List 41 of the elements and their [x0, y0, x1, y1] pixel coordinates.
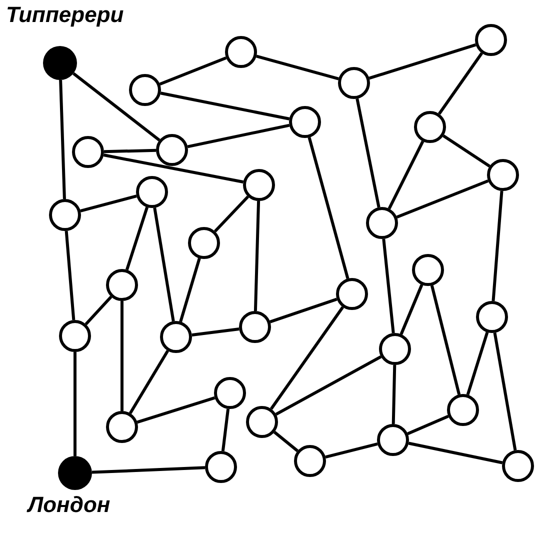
connector-line — [125, 206, 149, 270]
connector-line — [187, 124, 290, 148]
connector-line — [84, 296, 112, 326]
connector-line — [273, 430, 299, 452]
connector-line — [368, 43, 476, 80]
place-label: Типперери — [6, 4, 124, 26]
connector-line — [400, 284, 424, 335]
connector-line — [64, 230, 76, 320]
connector-line — [493, 332, 517, 450]
place-label: Лондон — [28, 494, 110, 516]
connector-line — [104, 148, 156, 154]
connector-line — [59, 80, 66, 200]
connector-line — [153, 208, 175, 322]
connector-line — [308, 137, 350, 279]
connector-line — [160, 92, 290, 120]
connector-line — [120, 301, 124, 411]
connector-line — [92, 466, 206, 474]
connector-line — [356, 98, 380, 208]
connector-line — [270, 298, 338, 324]
connector-line — [136, 396, 216, 424]
connector-line — [382, 238, 395, 334]
connector-line — [72, 72, 160, 142]
connector-line — [388, 140, 424, 210]
connector-line — [179, 258, 201, 322]
connector-line — [254, 200, 260, 312]
connector-line — [407, 414, 449, 436]
connector-line — [74, 352, 76, 456]
connector-line — [214, 196, 250, 232]
connector-line — [492, 190, 504, 302]
connector-line — [325, 442, 378, 459]
connector-line — [221, 408, 230, 452]
connector-line — [103, 154, 244, 184]
connector-line — [192, 328, 240, 336]
connector-line — [256, 54, 339, 80]
connector-line — [396, 180, 489, 218]
connector-line — [80, 194, 137, 212]
connector-line — [466, 332, 489, 396]
connector-line — [392, 364, 396, 424]
connector-line — [159, 56, 227, 86]
connector-line — [408, 442, 503, 464]
connector-line — [430, 285, 461, 395]
